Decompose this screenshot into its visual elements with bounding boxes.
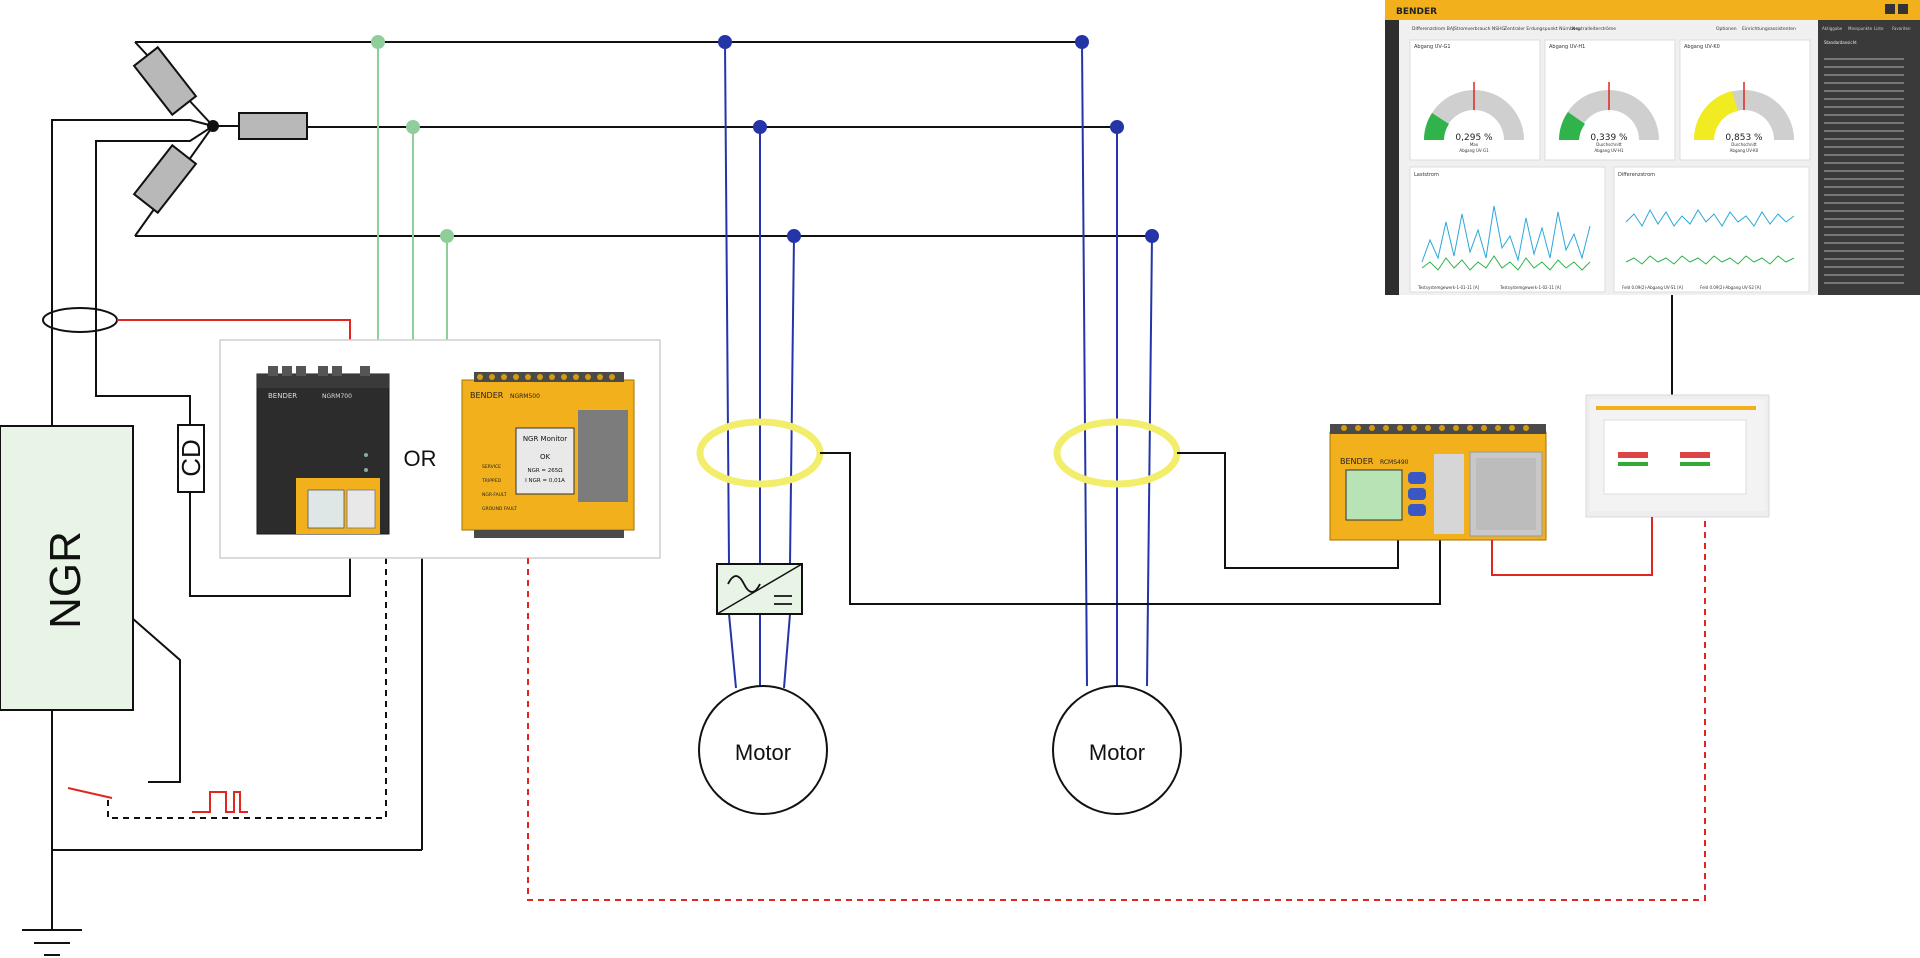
gauge-card-1: Abgang UV-G1 0,295 % Max Abgang UV-G1 (1409, 39, 1541, 161)
svg-text:BENDER: BENDER (1396, 7, 1437, 17)
svg-text:NGRM700: NGRM700 (322, 393, 352, 400)
comms-dashed-wire (527, 517, 1706, 901)
svg-text:RCMS490: RCMS490 (1380, 459, 1409, 466)
svg-text:I NGR = 0,01A: I NGR = 0,01A (525, 478, 565, 484)
gauge-card-2: Abgang UV-H1 0,339 % Durchschnitt Abgang… (1544, 39, 1676, 161)
vfd-drive (716, 563, 803, 615)
svg-text:Abgang UV-H1: Abgang UV-H1 (1594, 148, 1623, 153)
svg-text:Favoriten: Favoriten (1892, 26, 1911, 31)
winding-2 (238, 112, 308, 140)
star-source (132, 41, 308, 237)
svg-text:Testsystemgewerk-1-01-11 [A]: Testsystemgewerk-1-01-11 [A] (1417, 285, 1480, 290)
svg-text:Stromverbrauch NSHG: Stromverbrauch NSHG (1454, 26, 1505, 32)
cd-label: CD (176, 439, 206, 477)
svg-text:Abgang UV-K0: Abgang UV-K0 (1684, 44, 1720, 50)
svg-text:Abgang UV-G1: Abgang UV-G1 (1459, 148, 1489, 153)
phase-lines (135, 41, 1153, 237)
svg-text:NGR-FAULT: NGR-FAULT (482, 492, 507, 498)
ground-symbol (22, 929, 82, 956)
svg-text:BENDER: BENDER (470, 391, 504, 400)
motor1-label: Motor (735, 740, 791, 765)
ngr-label: NGR (41, 531, 90, 629)
svg-text:OK: OK (540, 453, 551, 461)
neutral-wiring (51, 119, 423, 930)
svg-text:Durchschnitt: Durchschnitt (1731, 142, 1757, 147)
pulse-signal-icon (192, 791, 248, 813)
neutral-current-transformer (42, 307, 118, 333)
svg-text:BENDER: BENDER (268, 392, 297, 400)
svg-text:Aktiggabe: Aktiggabe (1822, 26, 1843, 31)
svg-text:Messpunkte: Messpunkte (1848, 26, 1873, 31)
svg-text:NGR Monitor: NGR Monitor (523, 435, 567, 443)
gauge-card-3: Abgang UV-K0 0,853 % Durchschnitt Abgang… (1679, 39, 1811, 161)
ct-signal-wire (117, 319, 351, 340)
svg-text:NGRM500: NGRM500 (510, 393, 540, 400)
ngrm500-device: BENDER NGRM500 NGR Monitor OK NGR = 265Ω… (461, 372, 635, 538)
motor2-label: Motor (1089, 740, 1145, 765)
gateway-panel (1585, 394, 1770, 518)
dashboard-screenshot: BENDER Aktiggabe Messpunkte Liste Favori… (1385, 0, 1920, 295)
motor2-feeder (1075, 35, 1159, 687)
svg-text:Laststrom: Laststrom (1414, 172, 1439, 178)
cd-box (177, 424, 205, 493)
svg-text:TRIPPED: TRIPPED (481, 478, 501, 484)
svg-text:Abgang UV-G1: Abgang UV-G1 (1414, 44, 1451, 50)
svg-text:Feld 0.09(2)-Abgang UV-S2 [A]: Feld 0.09(2)-Abgang UV-S2 [A] (1700, 285, 1762, 290)
svg-text:Zentraler Erdungspunkt Nürnber: Zentraler Erdungspunkt Nürnberg (1504, 26, 1580, 32)
winding-3 (132, 143, 198, 215)
motor1-symbol (698, 685, 828, 815)
ngr-box (0, 425, 134, 711)
svg-text:GROUND FAULT: GROUND FAULT (482, 506, 517, 512)
svg-text:0,853 %: 0,853 % (1725, 133, 1763, 143)
svg-text:Abgang UV-H1: Abgang UV-H1 (1549, 44, 1585, 50)
svg-text:Neutralleiterströme: Neutralleiterströme (1572, 26, 1616, 32)
laststrom-chart-card: Laststrom Testsystemgewerk-1-01-11 [A] T… (1409, 166, 1606, 293)
monitor-phase-taps (371, 35, 454, 340)
svg-text:Max: Max (1470, 142, 1479, 147)
svg-text:0,339 %: 0,339 % (1590, 133, 1628, 143)
ngrm700-device: BENDER NGRM700 (256, 366, 390, 535)
differenzstrom-chart-card: Differenzstrom Feld 0.09(2)-Abgang UV-S1… (1613, 166, 1810, 293)
svg-text:Einrichtungsassistenten: Einrichtungsassistenten (1742, 26, 1796, 32)
or-label: OR (404, 446, 437, 471)
svg-text:NGR = 265Ω: NGR = 265Ω (527, 468, 562, 474)
svg-text:SERVICE: SERVICE (482, 464, 501, 470)
svg-text:Abgang UV-K0: Abgang UV-K0 (1730, 148, 1759, 153)
rcms490-device: BENDER RCMS490 (1329, 424, 1547, 541)
svg-text:Feld 0.09(2)-Abgang UV-S1 [A]: Feld 0.09(2)-Abgang UV-S1 [A] (1622, 285, 1684, 290)
ct-signal-wiring (820, 295, 1673, 605)
svg-text:Optionen: Optionen (1716, 26, 1737, 32)
test-switch (67, 558, 387, 819)
svg-text:Testsystemgewerk-1-02-11 [A]: Testsystemgewerk-1-02-11 [A] (1499, 285, 1562, 290)
svg-text:Differenzstrom BAJ: Differenzstrom BAJ (1412, 26, 1454, 32)
svg-text:0,295 %: 0,295 % (1455, 133, 1493, 143)
svg-text:BENDER: BENDER (1340, 457, 1374, 466)
svg-text:Standardansicht: Standardansicht (1824, 40, 1857, 45)
motor1-feeder (718, 35, 801, 689)
winding-1 (132, 45, 198, 117)
svg-text:Liste: Liste (1874, 26, 1884, 31)
svg-text:Durchschnitt: Durchschnitt (1596, 142, 1622, 147)
motor2-symbol (1052, 685, 1182, 815)
bus-wire-red (1491, 517, 1653, 576)
svg-text:Differenzstrom: Differenzstrom (1618, 172, 1655, 178)
